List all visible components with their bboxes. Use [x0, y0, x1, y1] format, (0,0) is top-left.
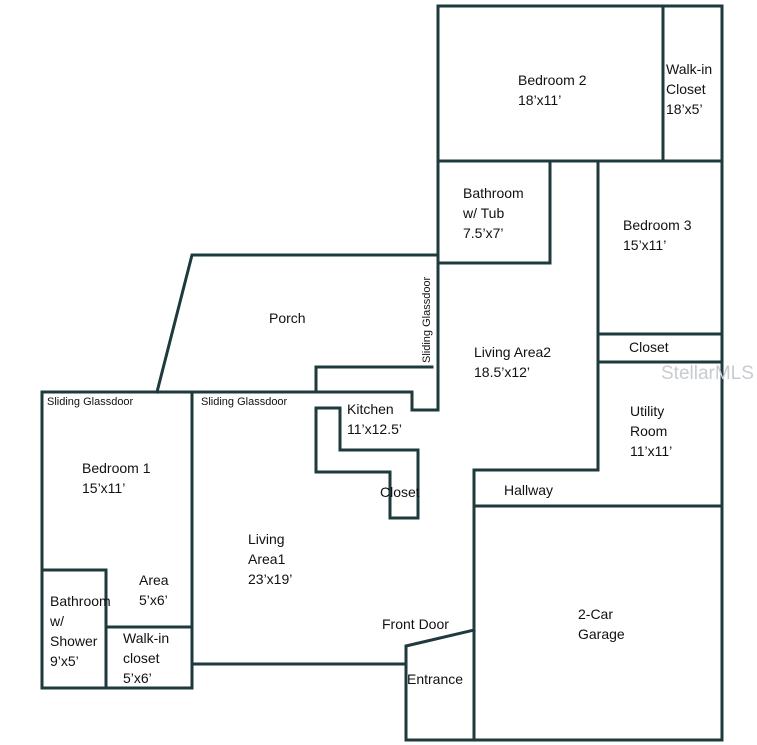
sliding-glassdoor-label-mid: Sliding Glassdoor — [201, 396, 288, 408]
room-bedroom3: Bedroom 3 15’x11’ — [623, 217, 692, 253]
room-porch: Porch — [269, 310, 306, 326]
room-name: Area — [139, 572, 169, 588]
room-closet-b3: Closet — [629, 339, 669, 355]
room-name: Utility — [630, 403, 664, 419]
room-name: Bathroom — [463, 185, 524, 201]
room-name: Shower — [50, 633, 98, 649]
room-dimension: 15’x11’ — [82, 480, 125, 496]
room-name: Area1 — [248, 551, 286, 567]
room-dimension: 18.5’x12’ — [474, 364, 530, 380]
bedroom2-walls — [436, 4, 724, 163]
room-dimension: 5’x6’ — [139, 592, 168, 608]
entrance-walls — [404, 628, 476, 742]
room-labels: Bedroom 2 18’x11’ Walk-in Closet 18’x5’ … — [49, 61, 712, 687]
room-dimension: 23’x19’ — [248, 571, 292, 587]
room-dimension: 11’x12.5’ — [347, 421, 402, 437]
kitchen-counter — [314, 406, 420, 520]
porch-walls — [155, 253, 440, 394]
room-entrance: Entrance — [407, 671, 463, 687]
room-dimension: 5’x6’ — [123, 670, 152, 686]
room-name: Room — [630, 423, 667, 439]
room-hallway: Hallway — [504, 482, 553, 498]
bathroom-shower-walls — [40, 568, 108, 690]
door-labels: Front Door Sliding Glassdoor Sliding Gla… — [47, 276, 449, 632]
room-bedroom1: Bedroom 1 15’x11’ — [82, 460, 151, 496]
room-area: Area 5’x6’ — [139, 572, 169, 608]
room-name: w/ Tub — [462, 205, 504, 221]
room-dimension: 15’x11’ — [623, 237, 666, 253]
hallway-wall — [472, 468, 600, 742]
room-dimension: 18’x5’ — [666, 101, 703, 117]
bathroom-tub-walls — [436, 159, 552, 265]
room-name: Walk-in — [666, 61, 712, 77]
room-kitchen: Kitchen 11’x12.5’ — [347, 401, 402, 437]
front-door-label: Front Door — [382, 616, 449, 632]
room-bathroom-shower: Bathroom w/ Shower 9’x5’ — [49, 593, 111, 669]
room-name: Garage — [578, 626, 625, 642]
room-living-area2: Living Area2 18.5’x12’ — [474, 344, 551, 380]
room-utility: Utility Room 11’x11’ — [630, 403, 672, 459]
bedroom1-walls — [40, 390, 194, 690]
room-name: Bedroom 2 — [518, 72, 587, 88]
room-walkin-closet-top: Walk-in Closet 18’x5’ — [666, 61, 712, 117]
room-dimension: 18’x11’ — [518, 92, 561, 108]
room-name: Kitchen — [347, 401, 394, 417]
room-bathroom-tub: Bathroom w/ Tub 7.5’x7’ — [462, 185, 524, 241]
room-name: 2-Car — [578, 606, 613, 622]
kitchen-bar — [190, 390, 440, 412]
room-walkin-closet-bottom: Walk-in closet 5’x6’ — [123, 630, 169, 686]
room-name: Bedroom 3 — [623, 217, 692, 233]
room-dimension: 11’x11’ — [630, 443, 672, 459]
room-name: closet — [123, 650, 160, 666]
sliding-glassdoor-label-left: Sliding Glassdoor — [47, 396, 134, 408]
kitchen-top-wall — [314, 365, 434, 394]
sliding-glassdoor-label-vertical: Sliding Glassdoor — [421, 276, 433, 363]
room-closet-kitchen: Closet — [380, 484, 420, 500]
room-dimension: 9’x5’ — [50, 653, 79, 669]
room-name: Living Area2 — [474, 344, 551, 360]
room-bedroom2: Bedroom 2 18’x11’ — [518, 72, 587, 108]
room-dimension: 7.5’x7’ — [463, 225, 503, 241]
walls — [40, 4, 724, 742]
room-name: Bathroom — [50, 593, 111, 609]
room-name: Closet — [666, 81, 706, 97]
room-living-area1: Living Area1 23’x19’ — [248, 531, 292, 587]
room-name: Living — [248, 531, 285, 547]
room-garage: 2-Car Garage — [578, 606, 625, 642]
room-name: w/ — [49, 613, 64, 629]
watermark: StellarMLS — [661, 363, 754, 384]
room-name: Bedroom 1 — [82, 460, 151, 476]
room-name: Walk-in — [123, 630, 169, 646]
